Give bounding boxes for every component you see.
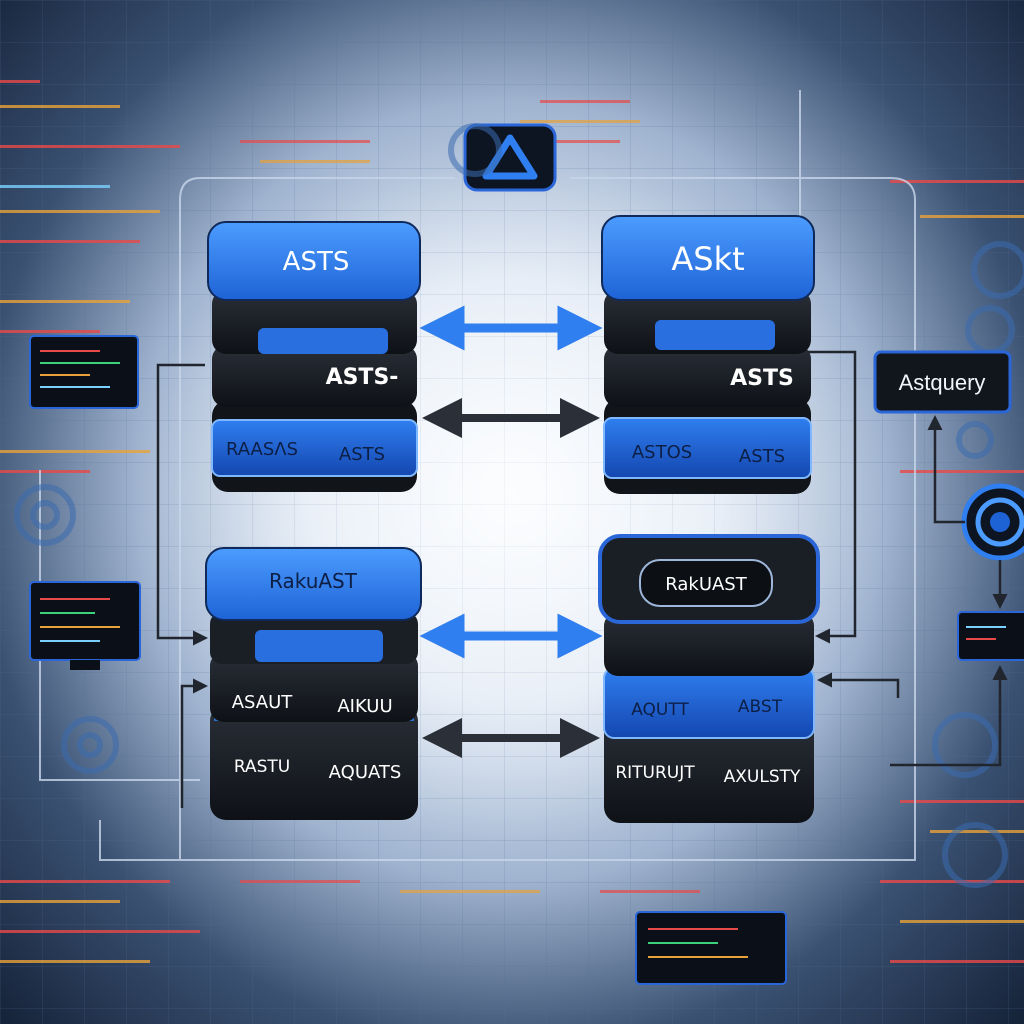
stack-top-right-middle-label: ASTS xyxy=(730,366,794,391)
stack-bottom-right: RakUAST AQUTT ABST RITURUJT AXULSTY xyxy=(598,534,820,823)
code-streaks-left xyxy=(0,80,200,963)
frame-lines xyxy=(39,90,916,861)
stack-bottom-left-bottom-right-label: AQUATS xyxy=(329,762,402,783)
stack-top-left: ASTS ASTS- RAASɅS ASTS xyxy=(207,221,421,492)
monitor-icon xyxy=(635,911,787,985)
stack-top-left-middle-label: ASTS- xyxy=(326,365,399,390)
stack-bottom-right-bottom-right-label: AXULSTY xyxy=(724,767,801,787)
stack-top-left-bottom-left-label: RAASɅS xyxy=(226,439,298,460)
astquery-box: Astquery xyxy=(873,350,1012,414)
connector-lines xyxy=(156,350,1008,808)
stack-bottom-right-bottom-left-label: RITURUJT xyxy=(615,763,695,783)
stack-bottom-left-bottom-left-label: RASTU xyxy=(234,757,290,777)
stack-bottom-right-middle-left-label: AQUTT xyxy=(631,700,689,720)
stack-top-right-bottom-left-label: ASTOS xyxy=(632,442,692,463)
stack-bottom-left-middle-left-label: ASAUT xyxy=(232,692,294,713)
stack-bottom-left: RakuAST ASAUT AIKUU RASTU AQUATS xyxy=(205,547,422,820)
stack-top-right: ASkt ASTS ASTOS ASTS xyxy=(601,215,815,494)
stack-bottom-left-top-label: RakuAST xyxy=(269,569,358,593)
stack-top-left-top-label: ASTS xyxy=(283,247,350,277)
code-streaks-right xyxy=(880,180,1024,963)
code-streaks-top xyxy=(240,100,700,893)
target-icon xyxy=(961,483,1024,561)
monitor-icon xyxy=(29,581,141,670)
monitor-icon xyxy=(29,335,139,409)
stack-bottom-right-top-label: RakUAST xyxy=(665,574,747,595)
astquery-label: Astquery xyxy=(899,370,986,395)
warning-triangle-icon xyxy=(463,123,557,192)
stack-bottom-left-middle-right-label: AIKUU xyxy=(337,696,392,717)
stack-top-right-bottom-right-label: ASTS xyxy=(739,446,785,467)
stack-top-left-bottom-right-label: ASTS xyxy=(339,444,385,465)
stack-bottom-right-middle-right-label: ABST xyxy=(738,697,783,717)
monitor-icon xyxy=(957,611,1024,661)
stack-top-right-top-label: ASkt xyxy=(671,240,744,278)
gear-icon xyxy=(14,123,1024,888)
